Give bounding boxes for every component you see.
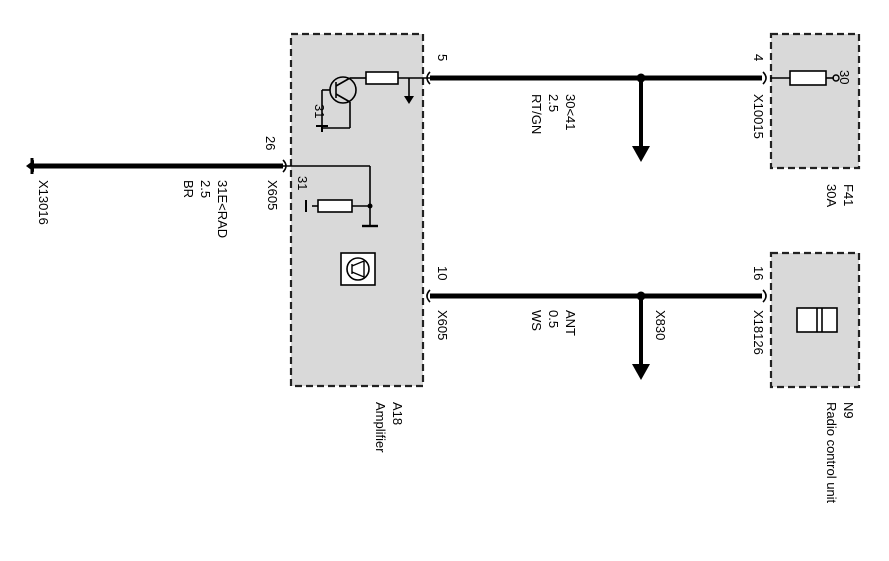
amp-pin-26: 26 — [263, 136, 278, 150]
connector-x10015-label: X10015 — [751, 94, 766, 139]
ground-pin-31-lower: 31 — [295, 176, 310, 190]
ground-wire-signal: 31E<RAD — [215, 180, 230, 238]
antenna-wire — [430, 291, 762, 380]
fuse-pin-4: 4 — [751, 54, 766, 61]
fuse-terminal-30: 30 — [837, 70, 852, 84]
power-wire-color: RT/GN — [529, 94, 544, 134]
resistor-icon-upper — [365, 71, 430, 104]
amp-pin-5: 5 — [435, 54, 450, 61]
radio-unit-id-label: N9 — [841, 402, 856, 419]
speaker-icon — [340, 252, 376, 286]
fuse-rating-label: 30A — [824, 184, 839, 207]
connector-x13016-label: X13016 — [36, 180, 51, 225]
connector-x605-left-label: X605 — [265, 180, 280, 210]
connector-x605-bottom-label: X605 — [435, 310, 450, 340]
power-wire — [430, 73, 762, 162]
ground-wire — [26, 158, 283, 174]
power-wire-size: 2.5 — [546, 94, 561, 112]
resistor-icon-lower — [283, 165, 378, 228]
ground-wire-size: 2.5 — [198, 180, 213, 198]
transistor-icon — [321, 76, 366, 130]
antenna-wire-color: WS — [529, 310, 544, 331]
fuse-icon — [770, 70, 840, 86]
antenna-wire-signal: ANT — [563, 310, 578, 336]
radio-unit-icon — [796, 307, 838, 333]
power-wire-signal: 30<41 — [563, 94, 578, 131]
amplifier-box — [289, 32, 425, 388]
amp-pin-10: 10 — [435, 266, 450, 280]
radio-unit-name-label: Radio control unit — [824, 402, 839, 504]
pin-marks — [282, 71, 767, 303]
connector-x18126-label: X18126 — [751, 310, 766, 355]
amplifier-name-label: Amplifier — [373, 402, 388, 453]
ground-wire-color: BR — [181, 180, 196, 198]
ground-pin-31-upper: 31 — [312, 104, 327, 118]
fuse-box — [769, 32, 861, 170]
radio-pin-16: 16 — [751, 266, 766, 280]
amplifier-id-label: A18 — [390, 402, 405, 425]
connector-x830-label: X830 — [653, 310, 668, 340]
ground-symbol-upper — [316, 125, 328, 132]
antenna-wire-size: 0.5 — [546, 310, 561, 328]
fuse-id-label: F41 — [841, 184, 856, 206]
